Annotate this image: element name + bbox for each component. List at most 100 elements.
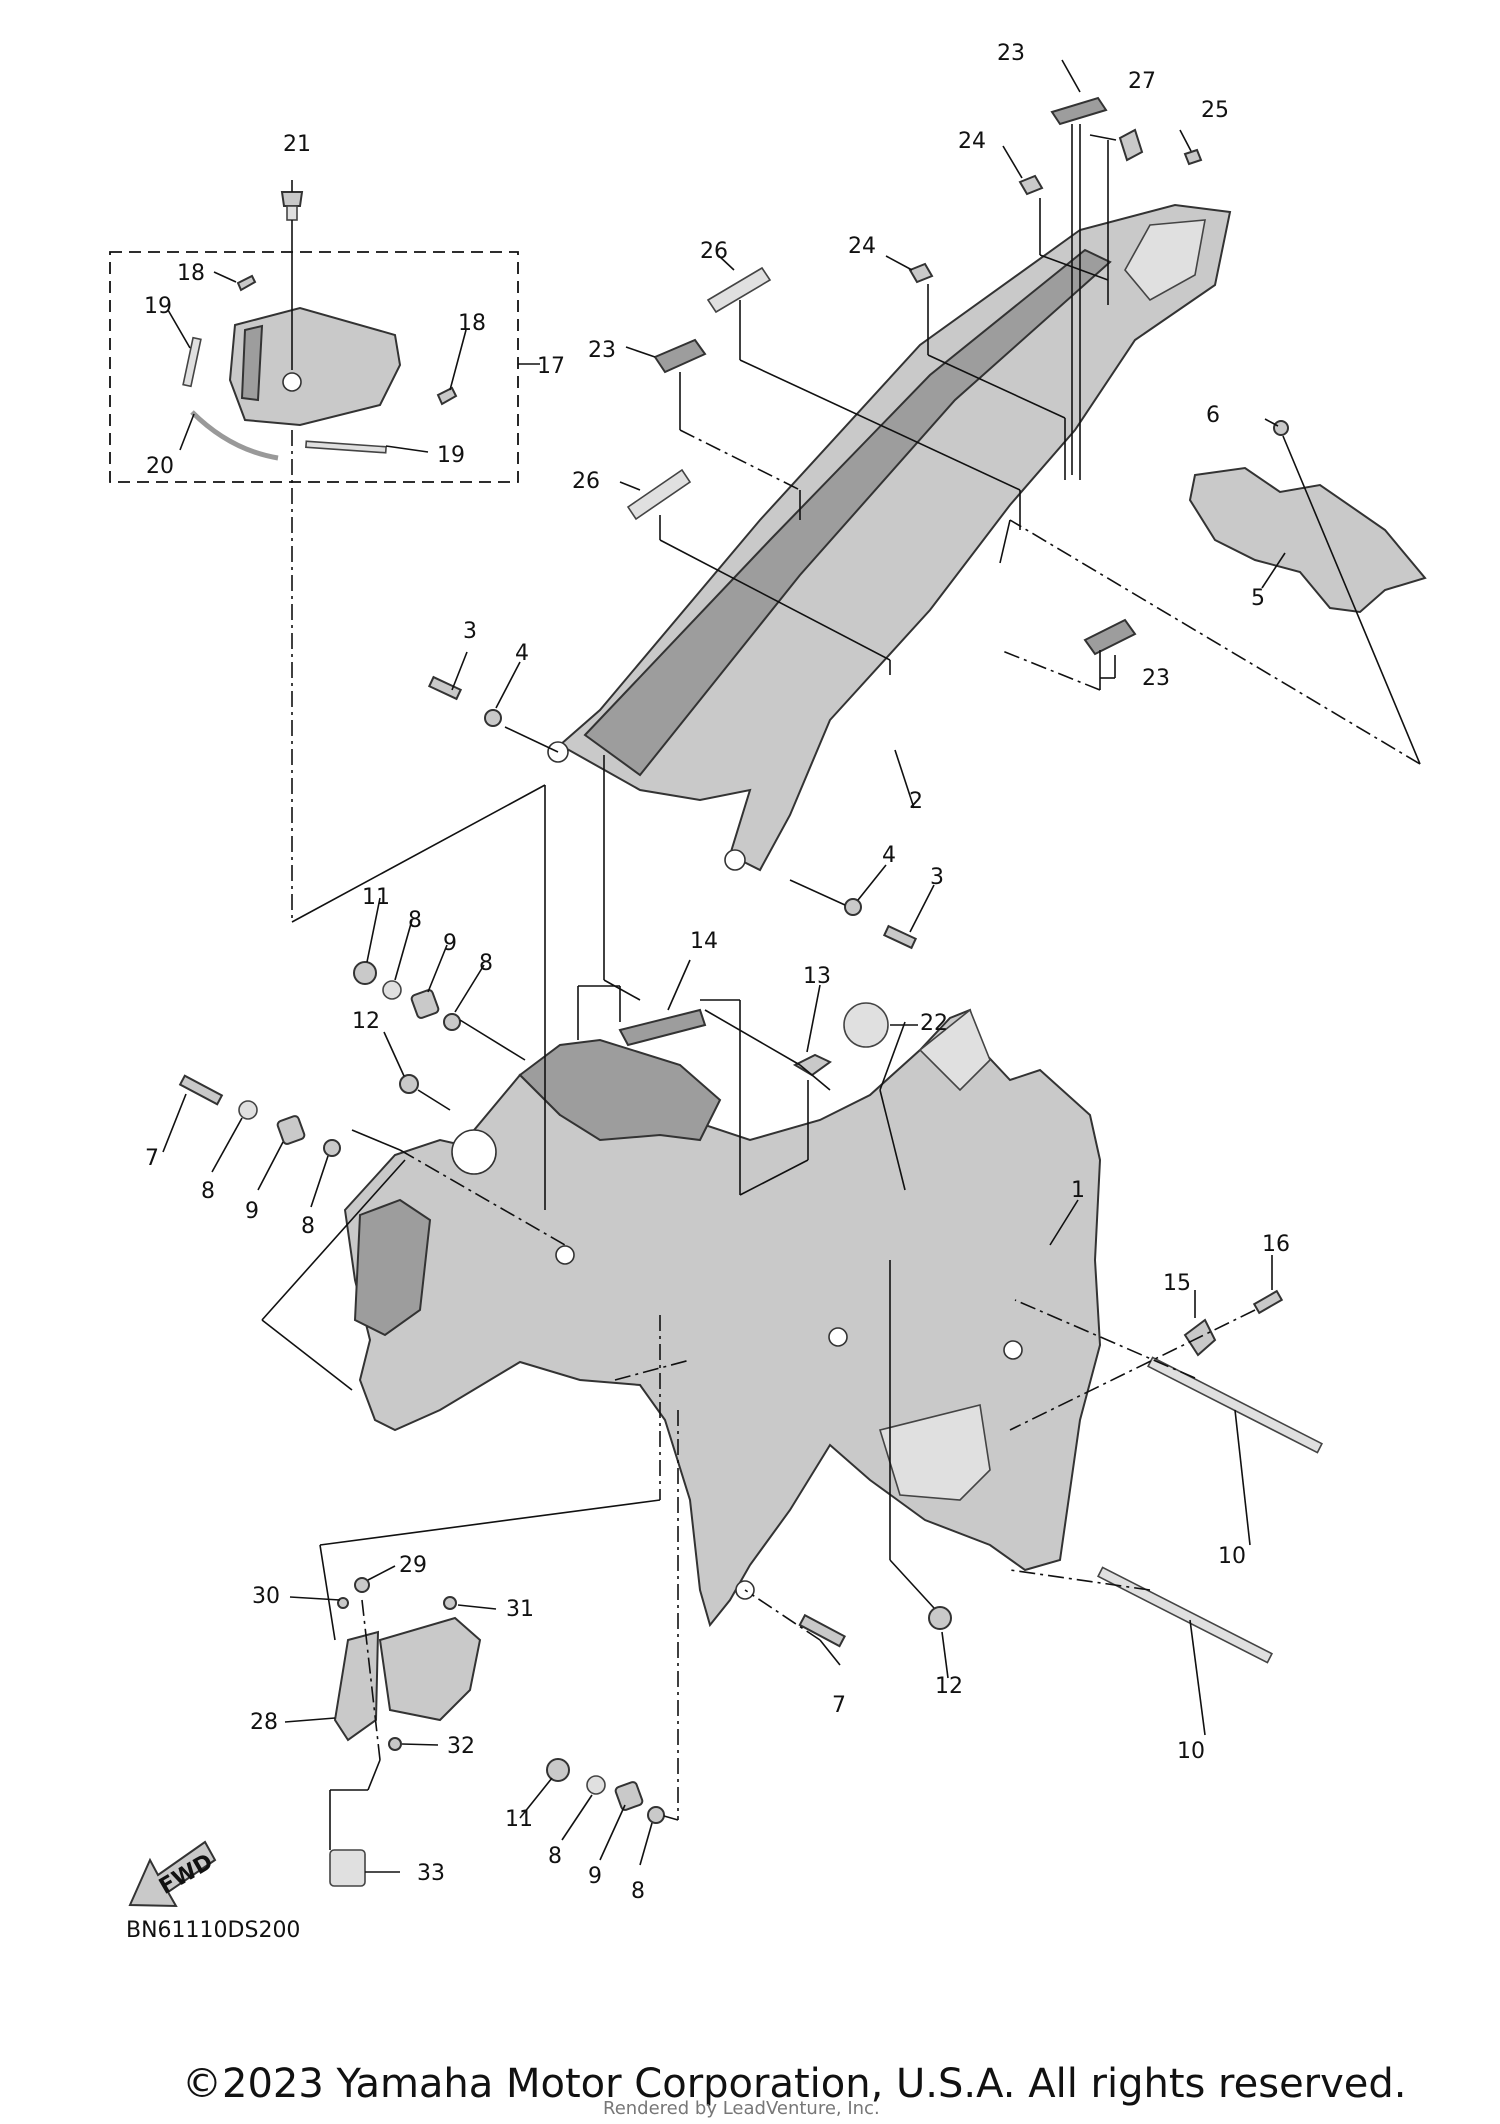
callout-9c: 9 — [588, 1864, 602, 1889]
callout-23c: 23 — [1142, 666, 1170, 691]
callout-8c: 8 — [408, 908, 422, 933]
part-18-clip[interactable] — [236, 274, 257, 292]
part-12-nut-upper[interactable] — [399, 1074, 419, 1094]
callout-8b: 8 — [301, 1214, 315, 1239]
part-8-collar-d[interactable] — [443, 1013, 461, 1031]
callout-27: 27 — [1128, 69, 1156, 94]
callout-16: 16 — [1262, 1232, 1290, 1257]
callout-24a: 24 — [958, 129, 986, 154]
callout-18a: 18 — [177, 261, 205, 286]
copyright-notice: ©2023 Yamaha Motor Corporation, U.S.A. A… — [182, 2061, 1407, 2107]
part-1-main-frame[interactable] — [343, 1008, 1102, 1628]
callout-30: 30 — [252, 1584, 280, 1609]
part-26-pad-a[interactable] — [706, 266, 772, 314]
part-32-bolt[interactable] — [388, 1737, 402, 1751]
part-9-bushing-b[interactable] — [410, 989, 440, 1019]
callout-23b: 23 — [588, 338, 616, 363]
part-22-cap[interactable] — [843, 1002, 889, 1048]
callout-26a: 26 — [700, 239, 728, 264]
callout-10b: 10 — [1177, 1739, 1205, 1764]
part-19-strip[interactable] — [182, 336, 202, 388]
part-10-bolt-lower[interactable] — [1097, 1566, 1273, 1664]
part-6-bolt[interactable] — [1273, 420, 1289, 436]
callout-9b: 9 — [443, 931, 457, 956]
part-27-bracket[interactable] — [1118, 128, 1144, 162]
part-9-bushing-c[interactable] — [614, 1781, 644, 1811]
part-11-nut-upper[interactable] — [353, 961, 377, 985]
callout-5: 5 — [1251, 586, 1265, 611]
part-8-collar-f[interactable] — [647, 1806, 665, 1824]
part-4-collar-upper[interactable] — [484, 709, 502, 727]
callout-8d: 8 — [479, 951, 493, 976]
part-30-washer[interactable] — [337, 1597, 349, 1609]
callout-23a: 23 — [997, 41, 1025, 66]
callout-29: 29 — [399, 1553, 427, 1578]
callout-11a: 11 — [362, 885, 390, 910]
callout-7a: 7 — [145, 1146, 159, 1171]
part-28-stay[interactable] — [333, 1630, 380, 1742]
part-33-cap[interactable] — [329, 1849, 366, 1887]
part-25-clip[interactable] — [1183, 148, 1203, 166]
callout-3a: 3 — [463, 619, 477, 644]
part-8-collar-e[interactable] — [586, 1775, 606, 1795]
part-24-clip-a[interactable] — [1018, 174, 1044, 196]
callout-4b: 4 — [882, 843, 896, 868]
part-12-nut-lower[interactable] — [928, 1606, 952, 1630]
callout-8f: 8 — [631, 1879, 645, 1904]
part-10-bolt-upper[interactable] — [1147, 1356, 1323, 1454]
part-29-nut[interactable] — [354, 1577, 370, 1593]
part-31-nut[interactable] — [443, 1596, 457, 1610]
callout-3b: 3 — [930, 865, 944, 890]
part-7-bolt-upper[interactable] — [178, 1074, 224, 1106]
part-23-pad-a[interactable] — [1050, 96, 1108, 126]
part-18-clip-b[interactable] — [436, 386, 458, 406]
part-23-pad-c[interactable] — [1083, 618, 1137, 656]
callout-12b: 12 — [935, 1674, 963, 1699]
fwd-arrow-icon: FWD — [128, 1840, 217, 1908]
part-23-pad-b[interactable] — [653, 338, 707, 374]
callout-11b: 11 — [505, 1807, 533, 1832]
part-3-bolt-lower[interactable] — [882, 924, 918, 950]
part-21-bolt[interactable] — [280, 191, 304, 221]
part-5-bracket[interactable] — [1188, 466, 1427, 614]
part-11-nut-lower[interactable] — [546, 1758, 570, 1782]
part-19-strip-b[interactable] — [305, 440, 387, 454]
part-16-bolt[interactable] — [1252, 1289, 1284, 1315]
part-20-seal[interactable] — [190, 410, 279, 461]
part-4-collar-lower[interactable] — [844, 898, 862, 916]
part-2-rear-frame[interactable] — [547, 203, 1232, 872]
part-8-collar-b[interactable] — [323, 1139, 341, 1157]
part-7-bolt-lower[interactable] — [798, 1613, 847, 1648]
callout-20: 20 — [146, 454, 174, 479]
callout-14: 14 — [690, 929, 718, 954]
callout-9a: 9 — [245, 1199, 259, 1224]
part-17-cover[interactable] — [228, 306, 402, 427]
part-26-pad-b[interactable] — [626, 468, 692, 521]
callout-19b: 19 — [437, 443, 465, 468]
part-9-bushing-a[interactable] — [276, 1115, 306, 1145]
callout-33: 33 — [417, 1861, 445, 1886]
callout-17: 17 — [537, 354, 565, 379]
part-bracket-assembly[interactable] — [378, 1616, 482, 1722]
callout-4a: 4 — [515, 641, 529, 666]
diagram-code: BN61110DS200 — [126, 1918, 301, 1943]
callout-6: 6 — [1206, 403, 1220, 428]
subassembly-box-17 — [109, 251, 519, 483]
part-13-grommet[interactable] — [792, 1053, 832, 1077]
callout-12a: 12 — [352, 1009, 380, 1034]
callout-2: 2 — [909, 789, 923, 814]
callout-24b: 24 — [848, 234, 876, 259]
callout-28: 28 — [250, 1710, 278, 1735]
callout-32: 32 — [447, 1734, 475, 1759]
part-24-clip-b[interactable] — [908, 262, 934, 284]
callout-8e: 8 — [548, 1844, 562, 1869]
part-14-strip[interactable] — [618, 1008, 707, 1047]
callout-7b: 7 — [832, 1693, 846, 1718]
part-8-collar-c[interactable] — [382, 980, 402, 1000]
part-3-bolt-upper[interactable] — [427, 675, 463, 701]
rendered-by-notice: Rendered by LeadVenture, Inc. — [603, 2098, 880, 2119]
part-8-collar-a[interactable] — [238, 1100, 258, 1120]
callout-15: 15 — [1163, 1271, 1191, 1296]
callout-numbers: 21 18 19 18 17 20 19 23 27 25 24 26 24 2… — [144, 41, 1290, 1904]
